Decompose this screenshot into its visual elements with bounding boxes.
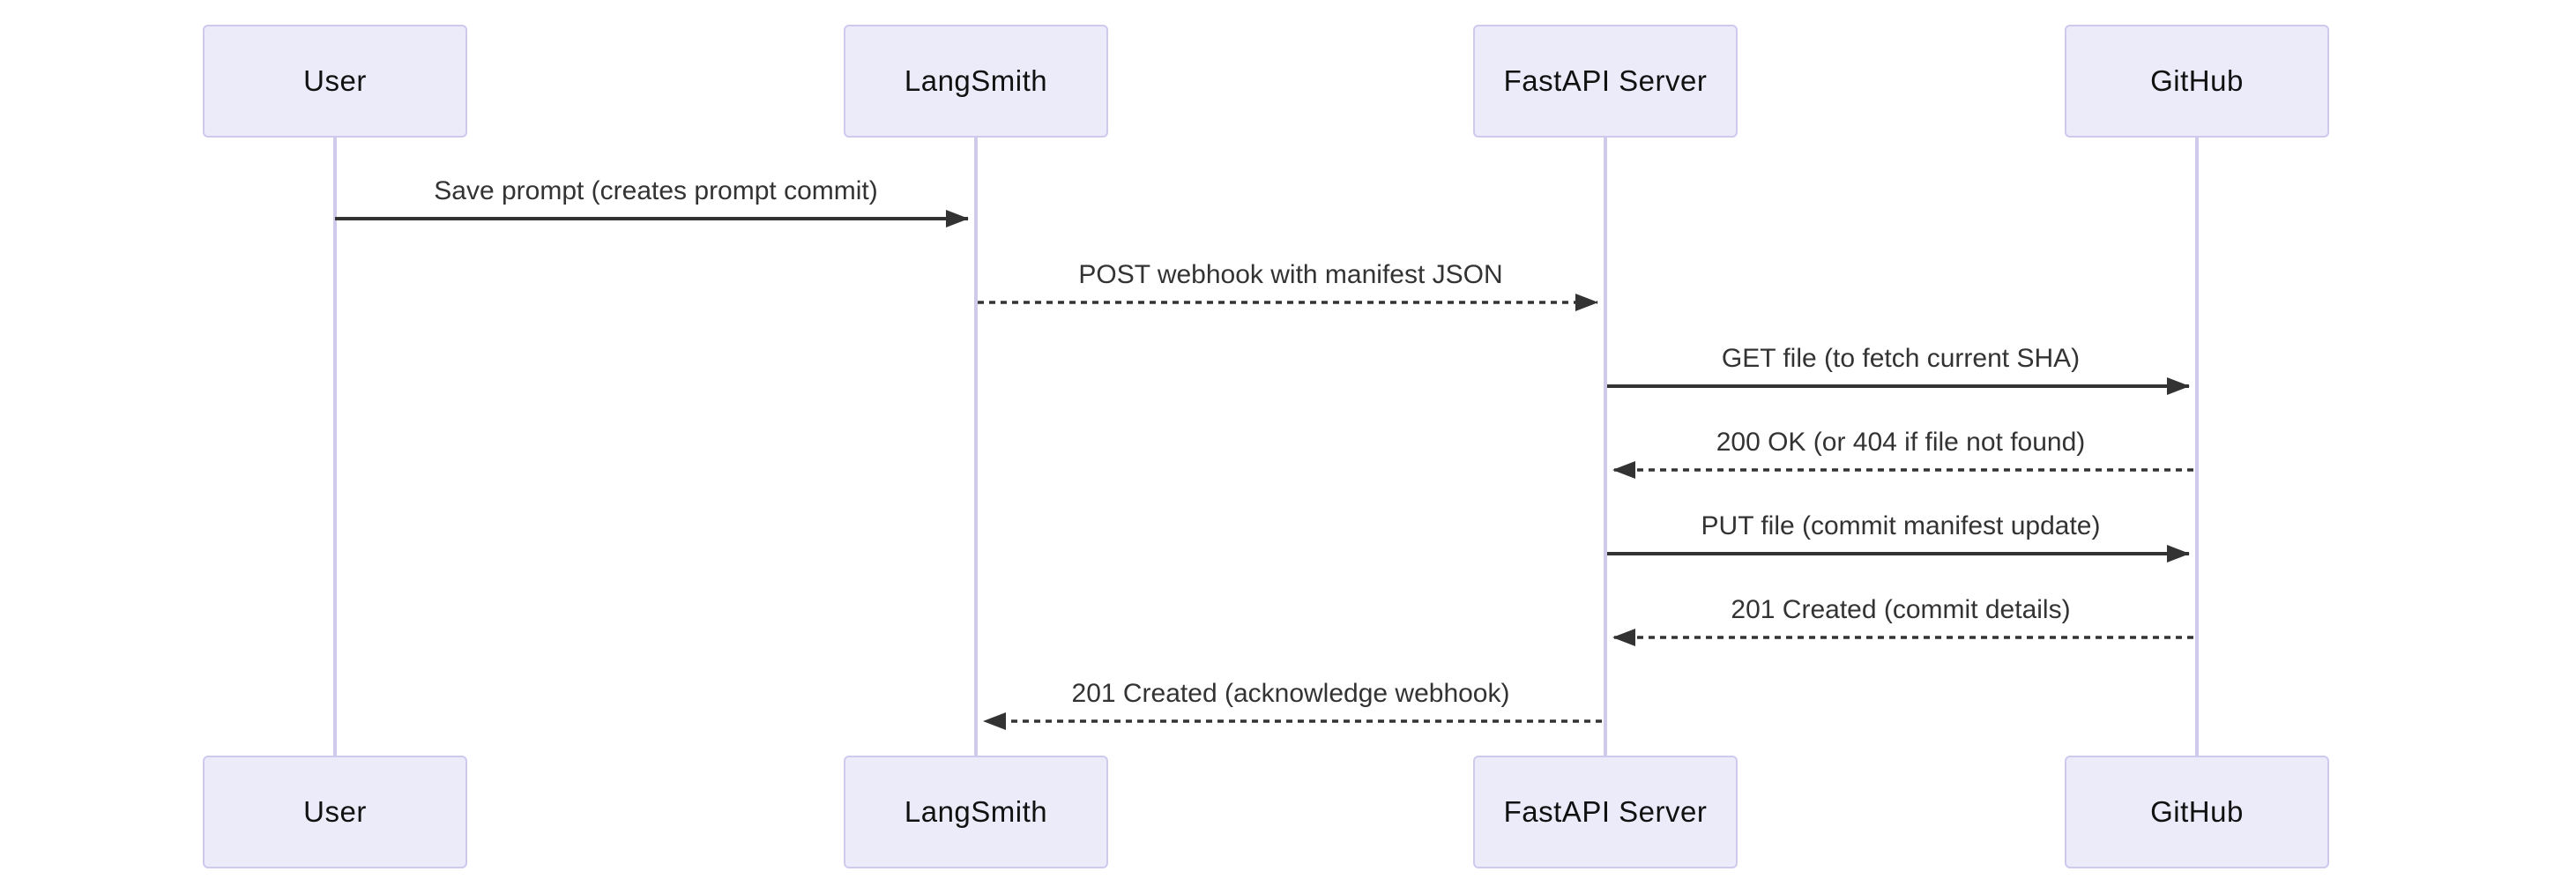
actor-box-github-bottom: GitHub — [2065, 756, 2329, 868]
actor-label-langsmith-bottom: LangSmith — [904, 795, 1048, 828]
actor-label-fastapi-server: FastAPI Server — [1503, 64, 1708, 97]
lifeline-langsmith — [974, 138, 978, 756]
actor-box-fastapi-server-bottom: FastAPI Server — [1473, 756, 1738, 868]
lifeline-github — [2195, 138, 2199, 756]
actor-label-user-bottom: User — [303, 795, 367, 828]
actor-label-github: GitHub — [2150, 64, 2244, 97]
actor-box-fastapi-server-top: FastAPI Server — [1473, 25, 1738, 138]
message-label-get-file: GET file (to fetch current SHA) — [1721, 344, 2081, 373]
actor-box-langsmith-top: LangSmith — [844, 25, 1108, 138]
lifeline-user — [333, 138, 337, 756]
actor-label-user: User — [303, 64, 367, 97]
message-label-201-details: 201 Created (commit details) — [1731, 595, 2071, 624]
actor-box-user-bottom: User — [203, 756, 467, 868]
message-label-save-prompt: Save prompt (creates prompt commit) — [434, 176, 878, 205]
lifeline-fastapi-server — [1604, 138, 1607, 756]
actor-label-langsmith: LangSmith — [904, 64, 1048, 97]
message-label-201-acknowledge: 201 Created (acknowledge webhook) — [1071, 679, 1510, 708]
message-label-200-ok: 200 OK (or 404 if file not found) — [1716, 428, 2086, 457]
actor-box-langsmith-bottom: LangSmith — [844, 756, 1108, 868]
message-label-post-webhook: POST webhook with manifest JSON — [1078, 260, 1503, 289]
actor-box-github-top: GitHub — [2065, 25, 2329, 138]
message-label-put-file: PUT file (commit manifest update) — [1701, 511, 2101, 540]
actor-label-github-bottom: GitHub — [2150, 795, 2244, 828]
actor-label-fastapi-server-bottom: FastAPI Server — [1503, 795, 1708, 828]
actor-box-user-top: User — [203, 25, 467, 138]
